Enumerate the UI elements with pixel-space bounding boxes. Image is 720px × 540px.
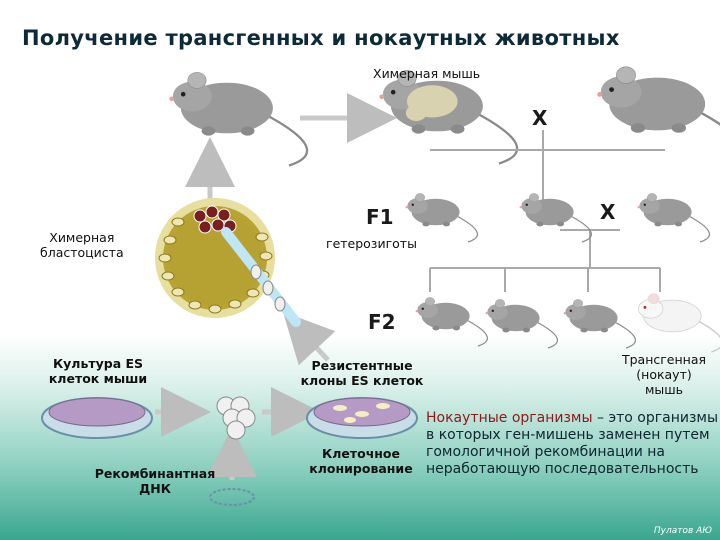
heterozygotes-label: гетерозиготы [326, 236, 417, 251]
author-credit: Пулатов АЮ [654, 526, 712, 536]
recombinant-dna-label: Рекомбинантная ДНК [88, 466, 222, 496]
resistant-line2: клоны ES клеток [292, 373, 432, 388]
es-culture-label: Культура ES клеток мыши [40, 356, 156, 386]
knockout-white-mouse [638, 294, 720, 352]
blastocyst [159, 202, 296, 322]
es-culture-line1: Культура ES [40, 356, 156, 371]
es-culture-line2: клеток мыши [40, 371, 156, 386]
knockout-definition: Нокаутные организмы – это организмы в ко… [426, 410, 718, 478]
f1-mouse-1 [406, 193, 478, 242]
chimeric-blastocyst-line2: бластоциста [40, 245, 124, 260]
transgenic-line2: (нокаут) [612, 367, 716, 382]
chimeric-blastocyst-line1: Химерная [40, 230, 124, 245]
definition-head: Нокаутные организмы [426, 410, 593, 426]
f2-mouse-2 [486, 299, 558, 348]
recombinant-line2: ДНК [88, 481, 222, 496]
petri-dish-resistant-clones [307, 398, 417, 438]
cell-cloning-label: Клеточное клонирование [300, 446, 422, 476]
f2-mouse-3 [564, 299, 636, 348]
resistant-clones-label: Резистентные клоны ES клеток [292, 358, 432, 388]
petri-dish-es-culture [42, 398, 152, 438]
cross-symbol-f1: Х [600, 200, 615, 224]
chimeric-mouse-left [169, 72, 307, 165]
f1-label: F1 [366, 205, 394, 229]
transgenic-line1: Трансгенная [612, 352, 716, 367]
cell-cloning-line1: Клеточное [300, 446, 422, 461]
f1-mouse-3 [638, 193, 710, 242]
transgenic-mouse-label: Трансгенная (нокаут) мышь [612, 352, 716, 397]
recombinant-line1: Рекомбинантная [88, 466, 222, 481]
es-cell-cluster [217, 397, 255, 439]
f2-label: F2 [368, 310, 396, 334]
chimeric-blastocyst-label: Химерная бластоциста [40, 230, 124, 260]
resistant-line1: Резистентные [292, 358, 432, 373]
cross-symbol-top: Х [532, 106, 547, 130]
f1-mouse-2 [520, 193, 592, 242]
transgenic-line3: мышь [612, 382, 716, 397]
f2-mouse-1 [416, 297, 488, 346]
chimeric-mouse-label: Химерная мышь [373, 66, 480, 81]
cell-cloning-line2: клонирование [300, 461, 422, 476]
